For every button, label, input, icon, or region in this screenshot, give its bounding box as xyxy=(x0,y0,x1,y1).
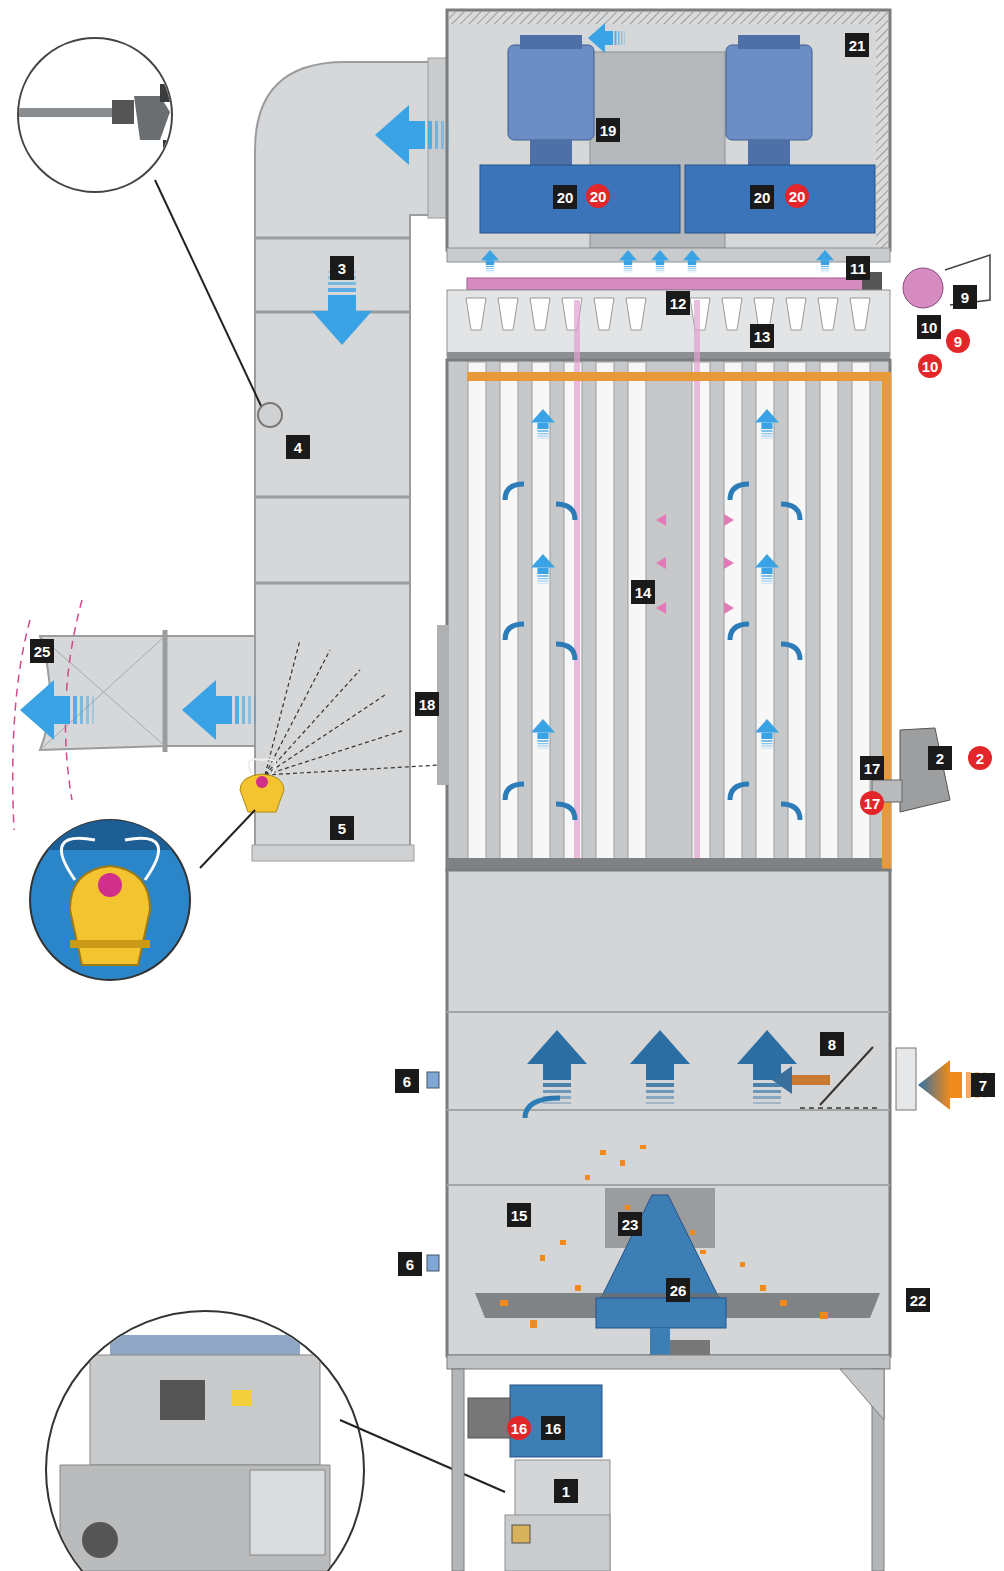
callout-number: 20 xyxy=(785,184,809,208)
callout-number: 1 xyxy=(554,1479,578,1503)
callout-number: 20 xyxy=(586,184,610,208)
callout-number: 17 xyxy=(860,791,884,815)
callout-number: 2 xyxy=(968,746,992,770)
callout-number: 7 xyxy=(971,1073,995,1097)
callout-number: 14 xyxy=(631,580,655,604)
callout-number: 12 xyxy=(666,291,690,315)
callout-number: 6 xyxy=(398,1252,422,1276)
callout-number: 15 xyxy=(507,1203,531,1227)
callout-number: 9 xyxy=(946,329,970,353)
callout-number: 19 xyxy=(596,118,620,142)
callout-number: 5 xyxy=(330,816,354,840)
callout-number: 16 xyxy=(541,1416,565,1440)
callout-number: 10 xyxy=(917,315,941,339)
callout-number: 4 xyxy=(286,435,310,459)
callout-number: 17 xyxy=(860,756,884,780)
callout-number: 13 xyxy=(750,324,774,348)
callout-number: 11 xyxy=(846,256,870,280)
callout-number: 26 xyxy=(666,1278,690,1302)
callout-number: 16 xyxy=(507,1416,531,1440)
callout-number: 20 xyxy=(750,185,774,209)
callout-number: 25 xyxy=(30,639,54,663)
callout-number: 10 xyxy=(918,354,942,378)
callout-number: 22 xyxy=(906,1288,930,1312)
callout-number: 3 xyxy=(330,256,354,280)
callout-number: 6 xyxy=(395,1069,419,1093)
callout-number: 23 xyxy=(618,1212,642,1236)
callout-number: 20 xyxy=(553,185,577,209)
callout-number: 9 xyxy=(953,285,977,309)
callout-number: 21 xyxy=(845,33,869,57)
callout-number: 8 xyxy=(820,1032,844,1056)
callout-number: 18 xyxy=(415,692,439,716)
callout-number: 2 xyxy=(928,746,952,770)
